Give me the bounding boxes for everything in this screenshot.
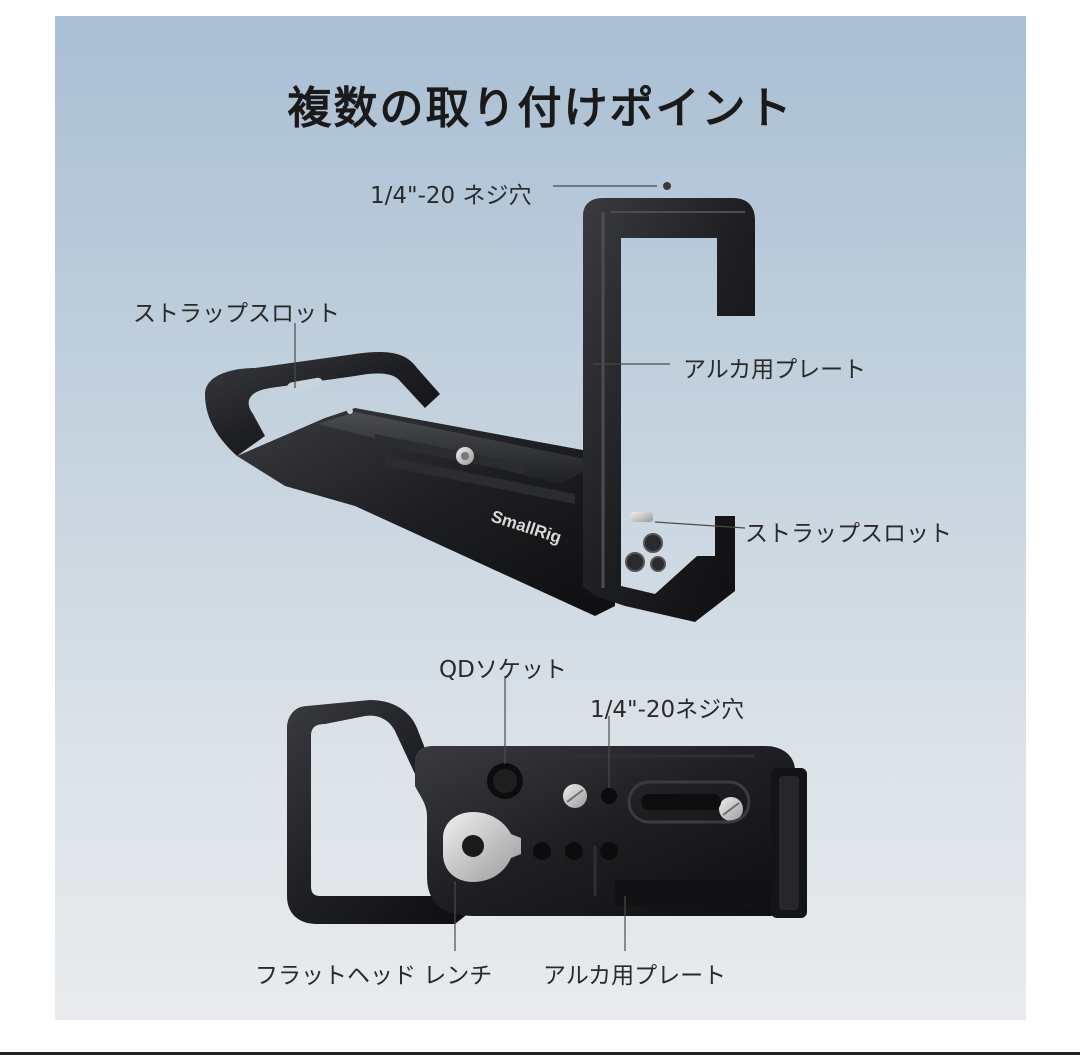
label-screw-hole-top: 1/4"-20 ネジ穴 [370,183,532,209]
product-illustration: SmallRig [205,182,807,951]
product-panel: 複数の取り付けポイント [55,16,1026,1020]
bottom-view-leader-lines [454,676,626,951]
l-bracket-bottom-view [287,700,807,924]
strap-pin [631,512,653,522]
divider [0,1052,1080,1055]
label-strap-slot-right: ストラップスロット [745,521,952,547]
label-arca-plate-top: アルカ用プレート [683,357,867,383]
page-title: 複数の取り付けポイント [287,83,794,134]
label-qd-socket: QDソケット [439,657,567,683]
label-strap-slot-left: ストラップスロット [133,301,340,327]
vertical-arca-plate [583,198,755,622]
label-wrench: フラットヘッド レンチ [255,963,493,989]
grip-loop [205,352,440,456]
strap-slot-left-hole [287,377,323,393]
l-bracket-top-view: SmallRig [205,182,755,622]
base-plate-top [317,412,600,484]
top-view-leader-lines [294,185,746,529]
label-arca-plate-bottom: アルカ用プレート [543,963,727,989]
label-screw-hole-bottom: 1/4"-20ネジ穴 [590,697,745,723]
screw-hole [601,788,617,804]
